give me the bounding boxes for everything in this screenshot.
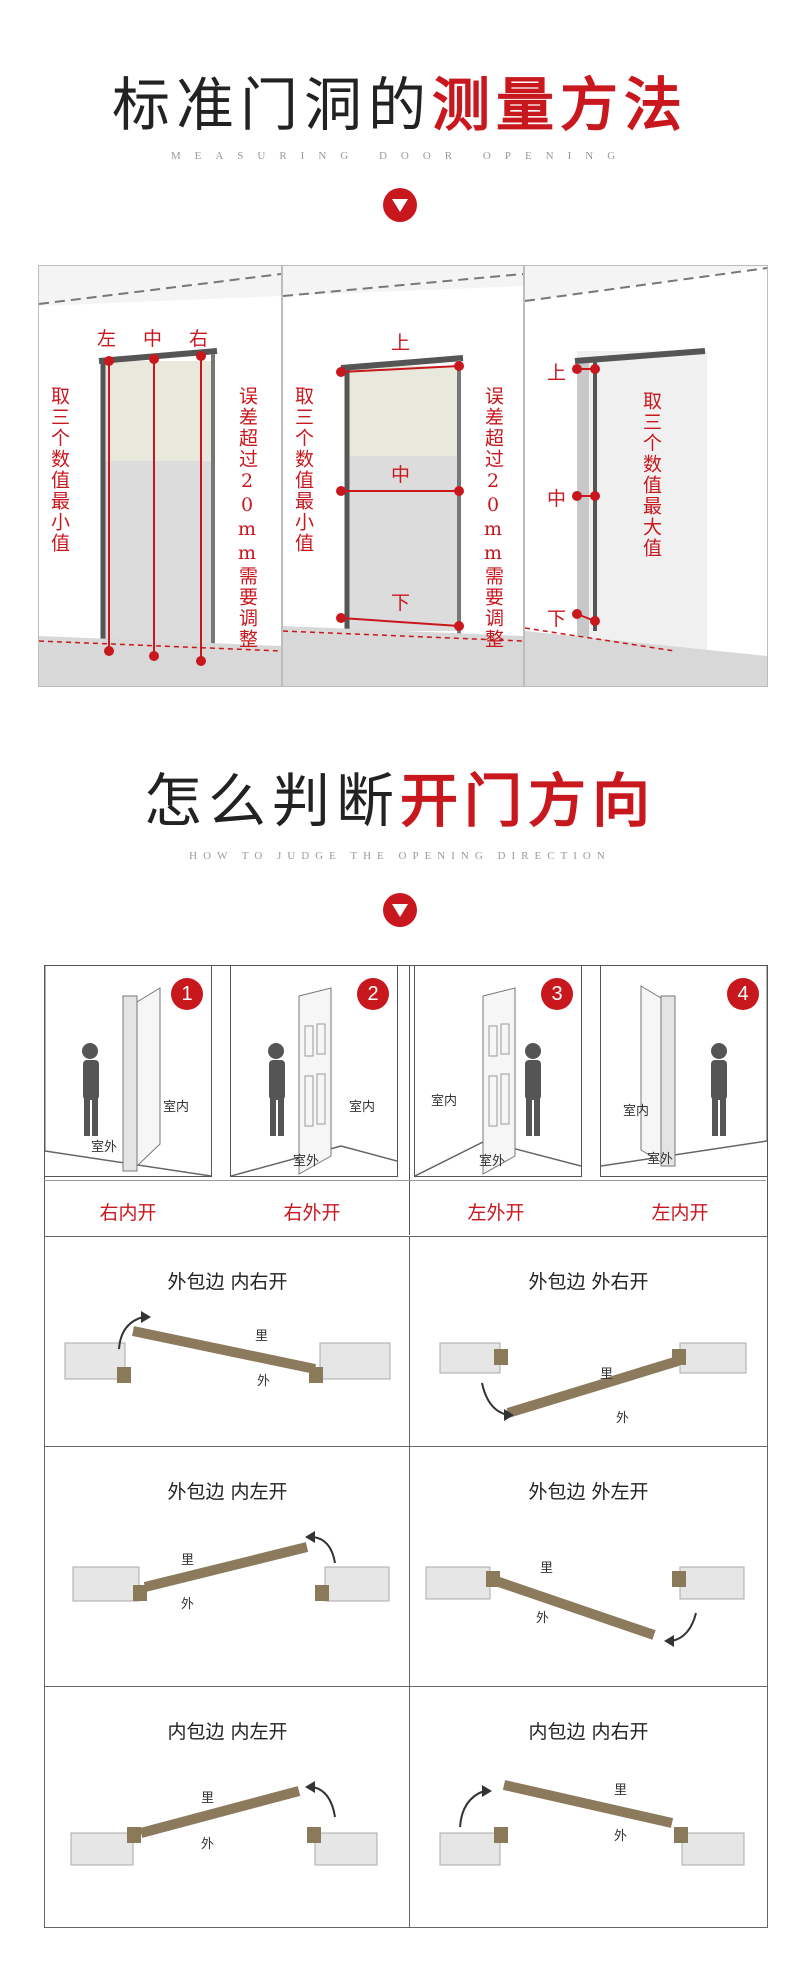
label-outside: 室外 [91,1140,118,1155]
label-outer: 外 [181,1597,195,1612]
cell-title: 内包边 内右开 [528,1721,649,1743]
label-inside: 室内 [623,1104,650,1119]
door-illustration-2 [231,987,397,1176]
grid-cell-3: 外包边 内左开 里 外 [44,1446,411,1688]
label-outer: 外 [201,1837,215,1852]
measure-panel-width: 左 中 右 取三个数值最小值 误差超过20mm需要调整 [38,265,282,687]
direction-label-2: 右外开 [283,1202,341,1224]
door-illustration-4 [601,966,767,1167]
cell-title: 内包边 内左开 [167,1721,288,1743]
label-middle: 中 [143,328,163,350]
direction-label-1: 右内开 [99,1202,157,1224]
note-min-value: 取三个数值最小值 [48,386,70,554]
door-opening-depth-illustration [525,266,767,686]
label-middle: 中 [547,488,567,510]
label-inner: 里 [181,1553,195,1568]
note-min-value: 取三个数值最小值 [292,386,314,554]
label-outside: 室外 [293,1154,320,1169]
door-cell-1: 1 室内 室外 [44,965,212,1177]
label-inner: 里 [201,1791,215,1806]
direction-title-black: 怎么判断 [143,767,400,835]
door-cell-3: 3 室内 室外 [414,965,582,1177]
label-inside: 室内 [431,1094,458,1109]
door-number-badge: 1 [171,978,203,1010]
label-left: 左 [97,328,117,350]
label-inside: 室内 [163,1100,190,1115]
label-outer: 外 [536,1611,550,1626]
direction-title: 怎么判断开门方向 [0,754,800,838]
direction-label-3: 左外开 [467,1202,525,1224]
direction-label-4: 左内开 [651,1202,709,1224]
hinge-diagram-5 [70,1781,378,1866]
measure-title-red: 测量方法 [432,71,689,139]
measure-subtitle: MEASURING DOOR OPENING [170,150,630,162]
grid-cell-6: 内包边 内右开 里 外 [409,1686,768,1928]
label-outside: 室外 [479,1154,506,1169]
hinge-diagram-2 [439,1342,747,1421]
direction-label-divider [44,1180,766,1181]
label-outer: 外 [616,1411,630,1426]
grid-cell-5: 内包边 内左开 里 外 [44,1686,411,1928]
hinge-diagram-1 [64,1311,391,1383]
cell-title: 外包边 外左开 [528,1481,649,1503]
label-inner: 里 [540,1561,554,1576]
door-illustration-1 [45,966,211,1176]
down-arrow-icon [383,188,417,222]
grid-cell-1: 外包边 内右开 里 外 [44,1236,411,1448]
note-max-value: 取三个数值最大值 [640,391,662,559]
door-cell-4: 4 室内 室外 [600,965,768,1177]
cell-title: 外包边 外右开 [528,1271,649,1293]
label-inner: 里 [600,1367,614,1382]
door-illustration-3 [415,987,581,1176]
measure-panel-depth: 上 中 下 取三个数值最大值 [524,265,768,687]
door-number-badge: 4 [727,978,759,1010]
hinge-diagram-4 [425,1566,745,1647]
measure-title: 标准门洞的测量方法 [0,58,800,142]
measure-panel-height: 上 中 下 取三个数值最小值 误差超过20mm需要调整 [282,265,524,687]
cell-title: 外包边 内右开 [167,1271,288,1293]
label-inside: 室内 [349,1100,376,1115]
cell-title: 外包边 内左开 [167,1481,288,1503]
divider [409,965,410,1235]
label-outer: 外 [614,1829,628,1844]
direction-title-red: 开门方向 [400,767,657,835]
measure-title-black: 标准门洞的 [111,71,432,139]
down-arrow-icon [383,893,417,927]
label-right: 右 [189,328,209,350]
door-opening-height-illustration [283,266,523,686]
label-bottom: 下 [547,608,567,630]
label-top: 上 [391,332,411,354]
note-error-adjust: 误差超过20mm需要调整 [236,386,258,650]
label-outside: 室外 [647,1152,674,1167]
note-error-adjust: 误差超过20mm需要调整 [482,386,504,650]
hinge-diagram-6 [439,1780,745,1866]
door-cell-2: 2 室内 室外 [230,965,398,1177]
label-inner: 里 [255,1329,269,1344]
direction-subtitle: HOW TO JUDGE THE OPENING DIRECTION [189,850,611,862]
door-number-badge: 2 [357,978,389,1010]
door-number-badge: 3 [541,978,573,1010]
label-middle: 中 [391,464,411,486]
grid-cell-4: 外包边 外左开 里 外 [409,1446,768,1688]
label-bottom: 下 [391,592,411,614]
label-top: 上 [547,362,567,384]
label-inner: 里 [614,1783,628,1798]
hinge-diagram-3 [72,1531,390,1602]
grid-cell-2: 外包边 外右开 里 外 [409,1236,768,1448]
label-outer: 外 [257,1374,271,1389]
door-opening-width-illustration [39,266,281,686]
